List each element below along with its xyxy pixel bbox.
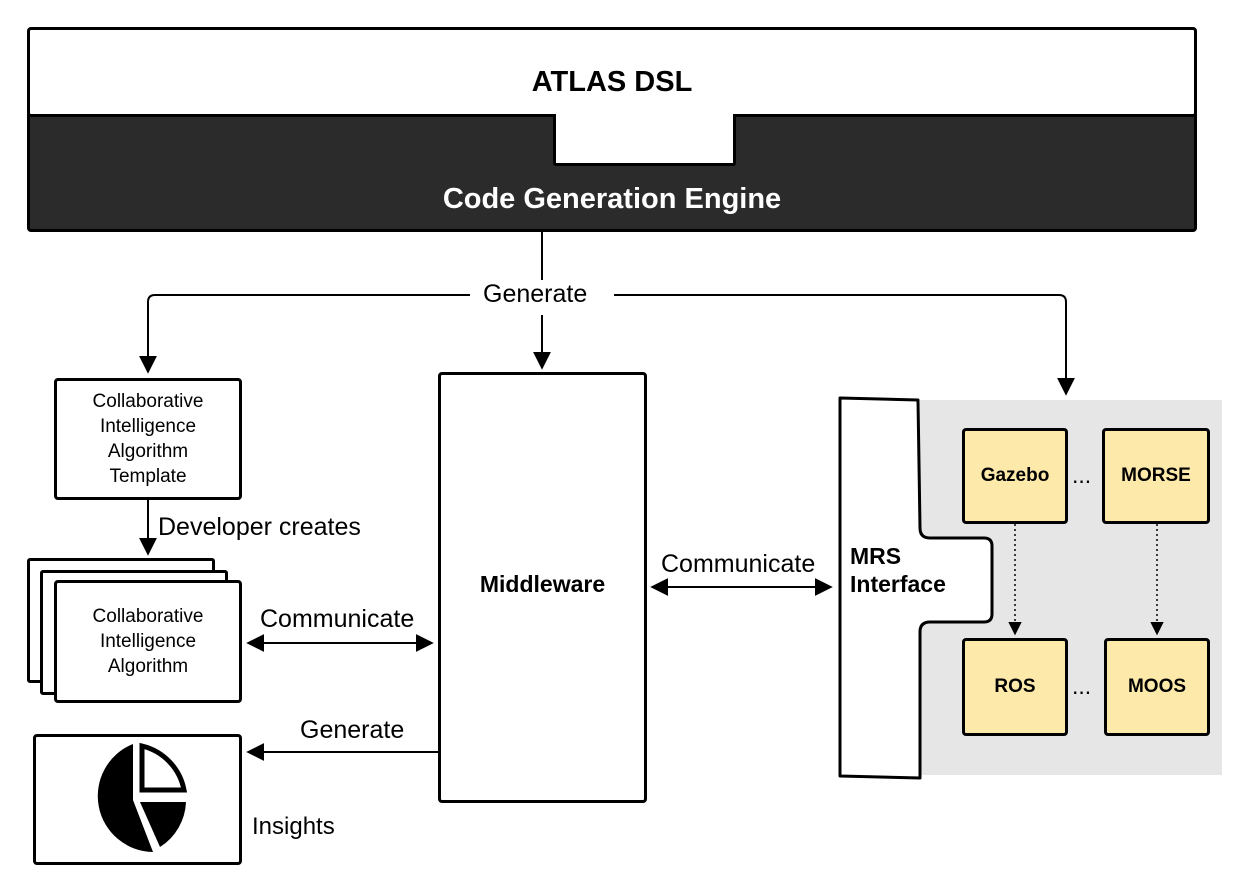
template-line-2: Intelligence [99,416,197,437]
collaborative-algorithm-box: Collaborative Intelligence Algorithm [54,580,242,703]
ros-label: ROS [994,676,1036,697]
insights-box [33,734,242,865]
algorithm-template-box: Collaborative Intelligence Algorithm Tem… [54,378,242,500]
mrs-line-1: MRS [850,543,902,569]
insights-label: Insights [252,813,335,840]
ros-box: ROS [962,638,1068,736]
morse-box: MORSE [1102,428,1210,524]
atlas-dsl-label: ATLAS DSL [531,65,693,98]
generate-top-label: Generate [483,280,588,308]
ellipsis-top: ... [1072,462,1092,488]
mrs-interface-shape [838,396,994,780]
algorithm-line-3: Algorithm [107,656,189,677]
middleware-label: Middleware [479,571,606,597]
moos-label: MOOS [1127,676,1187,697]
communicate-right-label: Communicate [661,550,816,578]
template-line-1: Collaborative [92,391,204,412]
pie-chart-icon [97,742,188,852]
template-line-4: Template [109,466,187,487]
ellipsis-bottom: ... [1072,673,1092,699]
generate-insights-label: Generate [300,716,405,744]
generate-to-template-arrow [139,294,470,374]
mrs-interface-label: MRS Interface [850,542,946,598]
moos-box: MOOS [1104,638,1210,736]
generate-to-mrs-arrow [614,294,1075,396]
gazebo-box: Gazebo [962,428,1068,524]
algorithm-line-1: Collaborative [92,606,204,627]
atlas-dsl-block: ATLAS DSL [27,27,1197,117]
morse-label: MORSE [1121,465,1191,486]
communicate-left-label: Communicate [260,605,415,633]
code-generation-engine-label: Code Generation Engine [442,183,782,215]
engine-notch [553,114,736,166]
mrs-line-2: Interface [850,571,946,597]
algorithm-line-2: Intelligence [99,631,197,652]
developer-creates-label: Developer creates [158,513,361,541]
template-line-3: Algorithm [107,441,189,462]
gazebo-label: Gazebo [980,465,1050,486]
middleware-box: Middleware [438,372,647,803]
